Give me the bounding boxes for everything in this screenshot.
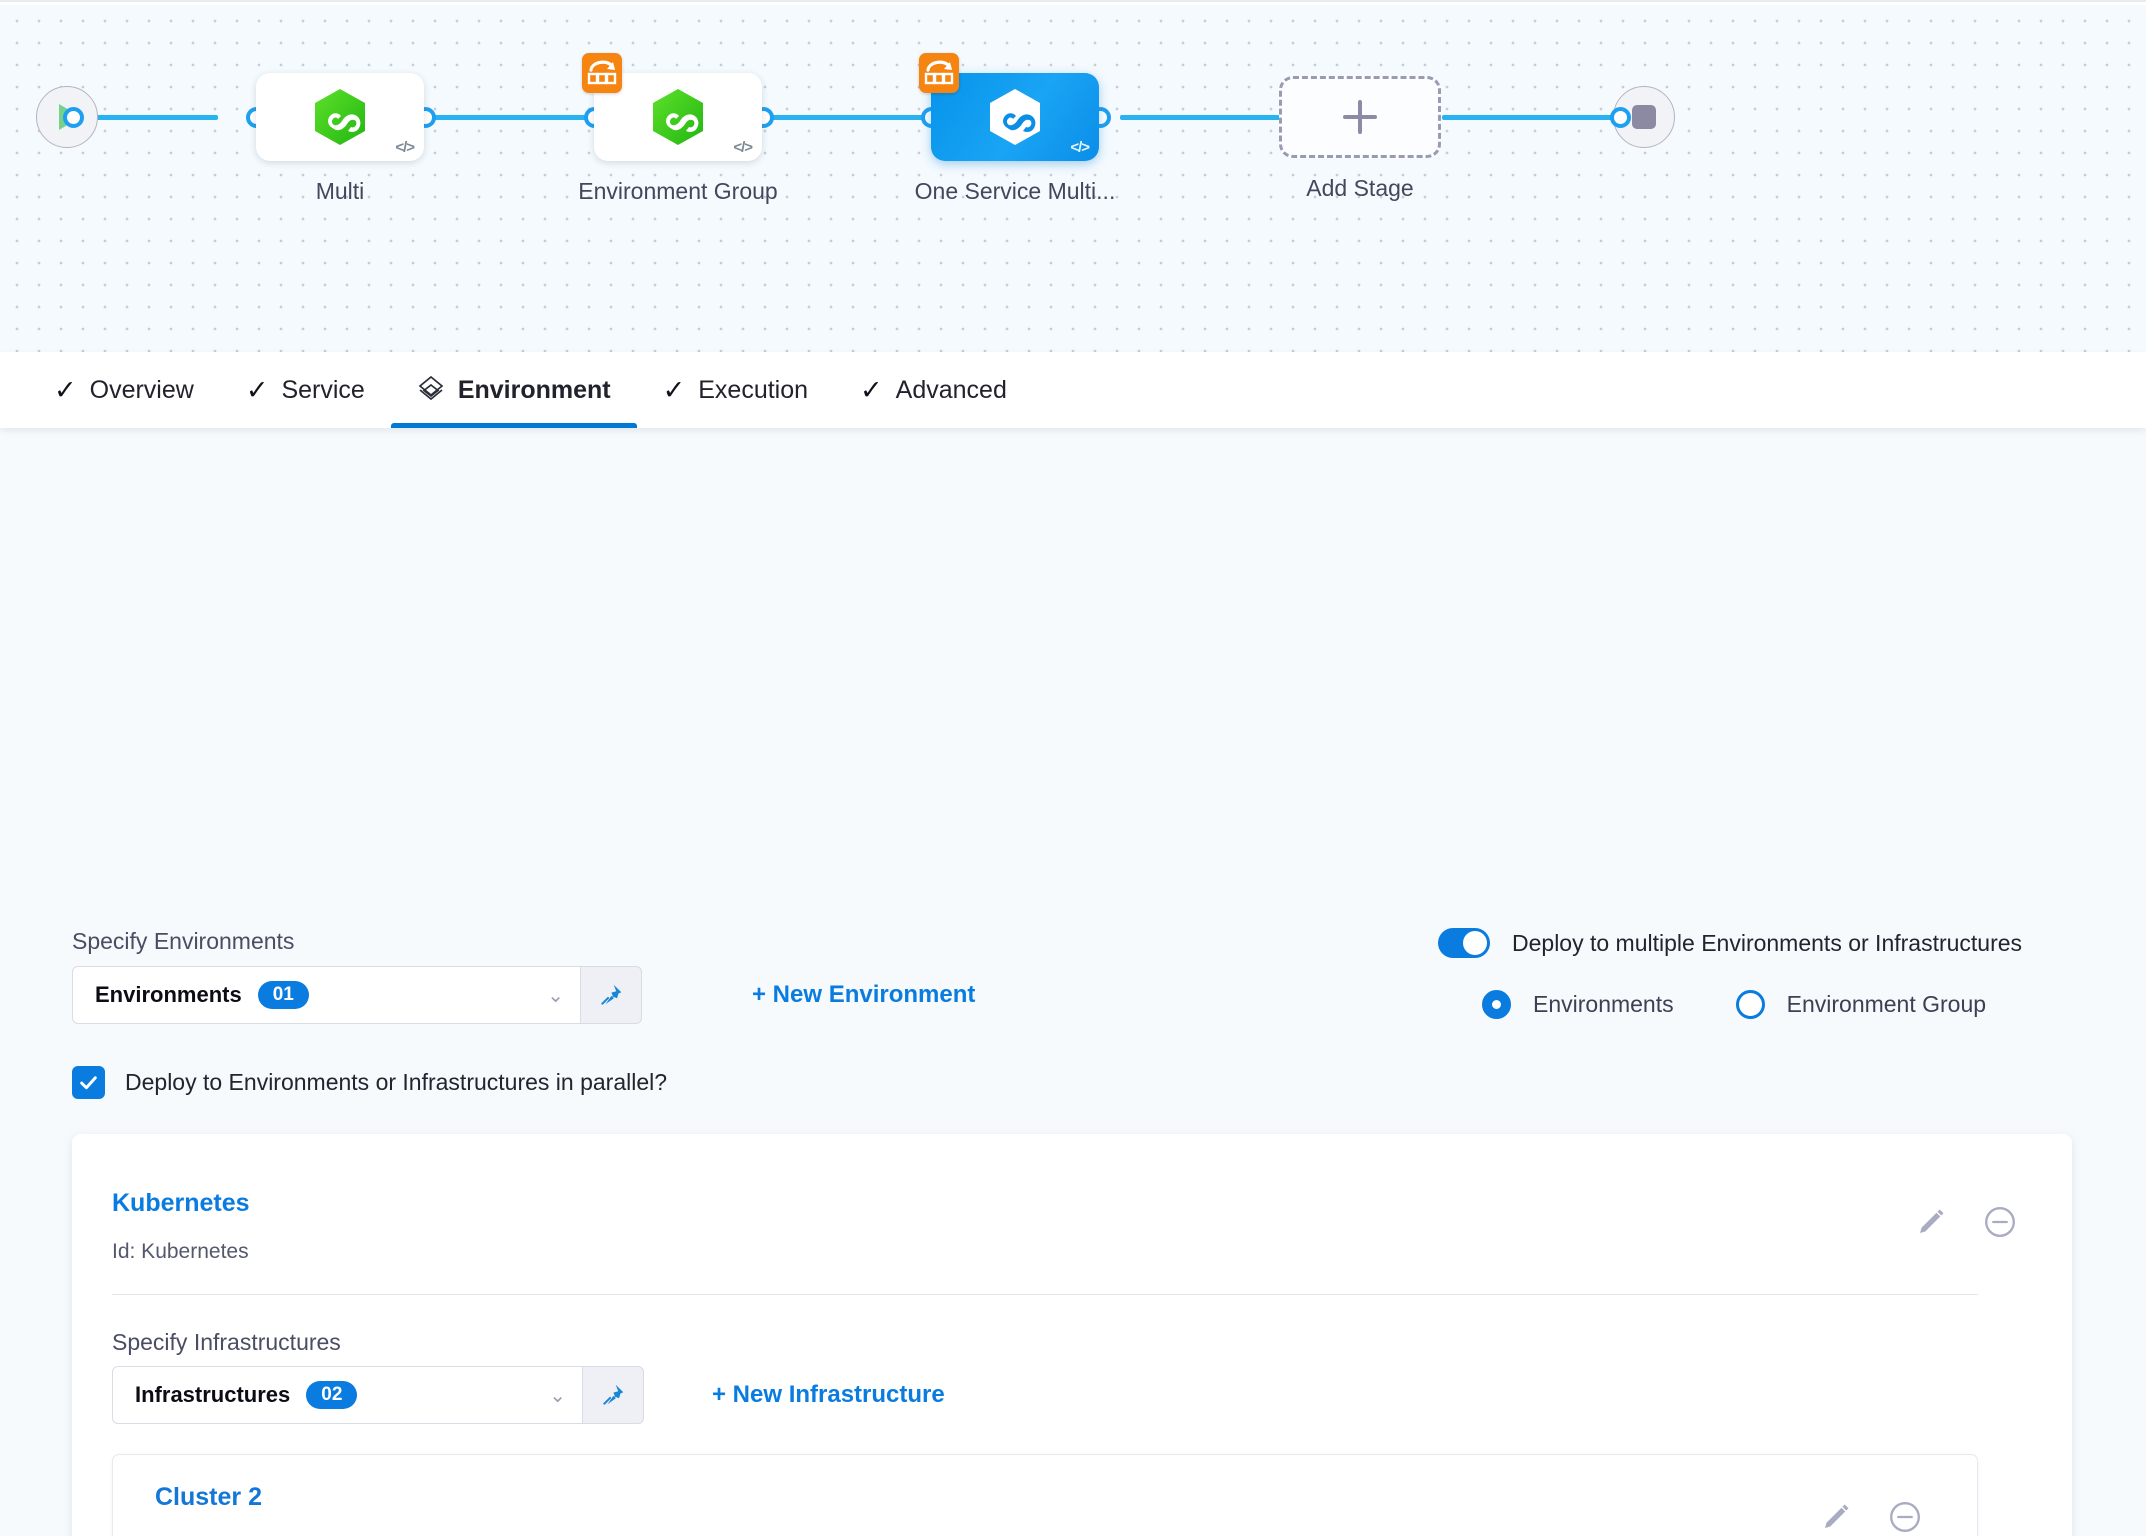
- tab-environment[interactable]: Environment: [390, 352, 637, 428]
- chevron-down-icon[interactable]: ⌄: [549, 1384, 566, 1407]
- tab-service[interactable]: ✓ Service: [220, 352, 391, 428]
- parallel-deploy-checkbox-row[interactable]: Deploy to Environments or Infrastructure…: [72, 1066, 667, 1099]
- check-icon: ✓: [245, 374, 269, 405]
- check-icon: ✓: [860, 374, 883, 405]
- tab-advanced[interactable]: ✓ Advanced: [834, 352, 1033, 428]
- pin-infrastructures-button[interactable]: [582, 1366, 644, 1424]
- radio-environment-group-icon: [1735, 990, 1765, 1019]
- stage-label-multi: Multi: [315, 178, 365, 204]
- check-icon: ✓: [662, 374, 686, 405]
- environment-panel: Specify Environments Environments 01 ⌄ +…: [0, 428, 2146, 1536]
- infrastructures-select[interactable]: Infrastructures 02 ⌄: [112, 1366, 582, 1424]
- tab-label: Advanced: [895, 375, 1007, 404]
- environment-scope-radio-group: Environments Environment Group: [1482, 990, 1986, 1019]
- deploy-multiple-toggle-row: Deploy to multiple Environments or Infra…: [1438, 928, 2022, 958]
- check-icon: [80, 1076, 97, 1090]
- infrastructure-card-actions: [1821, 1501, 1921, 1533]
- infrastructures-select-label: Infrastructures: [135, 1382, 291, 1407]
- check-icon: ✓: [54, 374, 77, 405]
- edge-start-to-stage1: [73, 115, 218, 120]
- chevron-down-icon[interactable]: ⌄: [547, 984, 564, 1007]
- pipeline-canvas[interactable]: </> Multi </> Environment Group: [0, 0, 2146, 352]
- radio-option-environments[interactable]: Environments: [1482, 990, 1674, 1019]
- new-infrastructure-button[interactable]: + New Infrastructure: [712, 1381, 945, 1408]
- harness-hex-icon: [653, 89, 703, 145]
- edge-stage2-to-stage3: [635, 115, 965, 120]
- environment-id: Id: Kubernetes: [112, 1240, 249, 1263]
- tab-label: Environment: [457, 375, 611, 404]
- infrastructures-selector-row: Infrastructures 02 ⌄ + New Infrastructur…: [112, 1366, 945, 1424]
- deploy-multiple-toggle-label: Deploy to multiple Environments or Infra…: [1512, 929, 2023, 956]
- environments-selector-row: Environments 01 ⌄ + New Environment: [72, 966, 975, 1024]
- pin-icon: [603, 1384, 624, 1405]
- environments-select-label: Environments: [95, 982, 242, 1007]
- pin-environments-button[interactable]: [580, 966, 642, 1024]
- new-environment-button[interactable]: + New Environment: [752, 981, 976, 1008]
- infrastructure-name[interactable]: Cluster 2: [155, 1483, 262, 1511]
- minus-circle-icon[interactable]: [1984, 1206, 2016, 1238]
- edge-stage3-to-addstage: [1120, 115, 1280, 120]
- connector-dot-start[interactable]: [63, 107, 84, 128]
- tab-label: Execution: [698, 375, 809, 404]
- environment-name[interactable]: Kubernetes: [112, 1189, 250, 1217]
- stop-icon: [1632, 105, 1656, 129]
- stage-label-environment-group: Environment Group: [578, 178, 778, 204]
- environment-card: Kubernetes Id: Kubernetes Specify Infras…: [72, 1134, 2072, 1536]
- infrastructure-card: Cluster 2 Id: Cluster_2: [112, 1454, 1978, 1536]
- radio-environments-icon: [1482, 990, 1511, 1019]
- tab-label: Overview: [89, 375, 194, 404]
- stage-node-environment-group[interactable]: </>: [582, 53, 762, 161]
- environment-card-actions: [1916, 1206, 2016, 1238]
- multi-deployment-badge-icon: [582, 53, 622, 93]
- code-icon[interactable]: </>: [733, 139, 753, 156]
- infrastructures-count-badge: 02: [306, 1380, 358, 1410]
- layers-icon: [417, 375, 445, 405]
- radio-label: Environment Group: [1786, 991, 1987, 1017]
- stage-label-one-service-multi: One Service Multi...: [914, 178, 1116, 204]
- multi-deployment-badge-icon: [919, 53, 959, 93]
- environments-count-badge: 01: [257, 980, 309, 1010]
- add-stage-label: Add Stage: [1306, 175, 1414, 201]
- stage-node-one-service-multi[interactable]: </>: [919, 53, 1099, 161]
- tab-overview[interactable]: ✓ Overview: [28, 352, 220, 428]
- card-divider: [112, 1294, 1978, 1295]
- code-icon[interactable]: </>: [1070, 139, 1090, 156]
- environments-select[interactable]: Environments 01 ⌄: [72, 966, 580, 1024]
- stage-node-multi[interactable]: </>: [256, 73, 424, 161]
- parallel-deploy-label: Deploy to Environments or Infrastructure…: [125, 1069, 668, 1095]
- plus-icon-vertical: [1358, 100, 1362, 134]
- minus-circle-icon[interactable]: [1889, 1501, 1921, 1533]
- radio-label: Environments: [1533, 991, 1674, 1017]
- stage-tabs[interactable]: ✓ Overview ✓ Service Environment ✓ Execu…: [0, 352, 2146, 428]
- harness-hex-icon: [990, 89, 1040, 145]
- tab-execution[interactable]: ✓ Execution: [637, 352, 834, 428]
- parallel-deploy-checkbox[interactable]: [72, 1066, 105, 1099]
- toggle-knob: [1463, 931, 1487, 955]
- pencil-icon[interactable]: [1821, 1502, 1851, 1532]
- specify-environments-heading: Specify Environments: [72, 928, 295, 954]
- infrastructure-id: Id: Cluster_2: [155, 1534, 274, 1536]
- deploy-multiple-toggle[interactable]: [1438, 928, 1490, 958]
- code-icon[interactable]: </>: [395, 139, 415, 156]
- tab-label: Service: [281, 375, 365, 404]
- pin-icon: [601, 984, 622, 1005]
- add-stage-button[interactable]: [1279, 76, 1441, 158]
- harness-hex-icon: [315, 89, 365, 145]
- edge-addstage-to-end: [1442, 115, 1622, 120]
- end-node[interactable]: [1613, 86, 1675, 148]
- connector-dot-end[interactable]: [1610, 107, 1631, 128]
- radio-option-environment-group[interactable]: Environment Group: [1735, 990, 1987, 1019]
- specify-infrastructures-heading: Specify Infrastructures: [112, 1329, 341, 1355]
- pencil-icon[interactable]: [1916, 1207, 1946, 1237]
